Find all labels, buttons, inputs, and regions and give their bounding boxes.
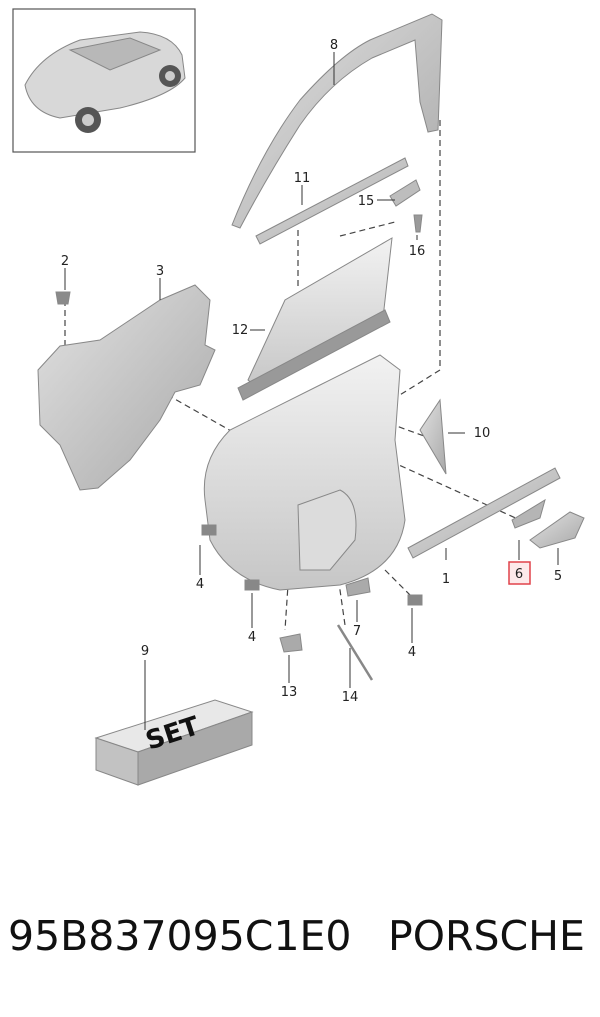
part-13-bracket: [279, 633, 303, 653]
part-16-screw: [413, 214, 423, 233]
part-number: 95B837095C1E0: [8, 912, 352, 960]
leader-lines: [64, 52, 559, 730]
callout-10: 10: [474, 426, 491, 441]
callout-7: 7: [353, 624, 361, 639]
part-4-clip-b: [244, 579, 260, 591]
callout-1: 1: [442, 572, 450, 587]
callout-4a: 4: [196, 577, 204, 592]
callout-8: 8: [330, 38, 338, 53]
part-14-rod: [336, 624, 374, 681]
vehicle-thumbnail: [12, 8, 196, 153]
part-4-clip-a: [201, 524, 217, 536]
callout-labels: 8 11 15 16 2 3 12 10 1 6 5 4 4 4 7 13 14…: [61, 38, 562, 705]
part-armrest-strip: [407, 467, 561, 559]
exploded-parts-diagram: SET 8 11 15 16 2 3 12 10 1 6 5 4: [12, 8, 585, 786]
callout-4c: 4: [408, 645, 416, 660]
part-15-clip: [389, 179, 421, 207]
callout-9: 9: [141, 644, 149, 659]
callout-6: 6: [515, 567, 523, 582]
part-4-clip-c: [407, 594, 423, 606]
part-2-clip: [55, 291, 71, 305]
callout-5: 5: [554, 569, 562, 584]
callout-16: 16: [409, 244, 426, 259]
brand-name: PORSCHE: [388, 912, 585, 960]
callout-2: 2: [61, 254, 69, 269]
callout-14: 14: [342, 690, 359, 705]
callout-15: 15: [358, 194, 375, 209]
part-9-set-box: SET: [94, 699, 254, 786]
highlight-box-6: [508, 561, 531, 585]
callout-3: 3: [156, 264, 164, 279]
callout-11: 11: [294, 171, 311, 186]
part-11-strip: [255, 157, 409, 245]
part-7-bracket: [345, 577, 371, 597]
callout-13: 13: [281, 685, 298, 700]
part-1-door-pocket: [297, 489, 357, 571]
callout-4b: 4: [248, 630, 256, 645]
callout-12: 12: [232, 323, 249, 338]
part-6-insert: [511, 498, 546, 529]
part-5-handle: [529, 511, 585, 549]
part-10-trim: [419, 398, 447, 475]
part-3-insulation: [37, 284, 216, 491]
part-12-sunshade-bar: [237, 309, 391, 401]
part-8-window-trim: [231, 13, 443, 229]
footer-caption: 95B837095C1E0 PORSCHE: [8, 912, 598, 972]
